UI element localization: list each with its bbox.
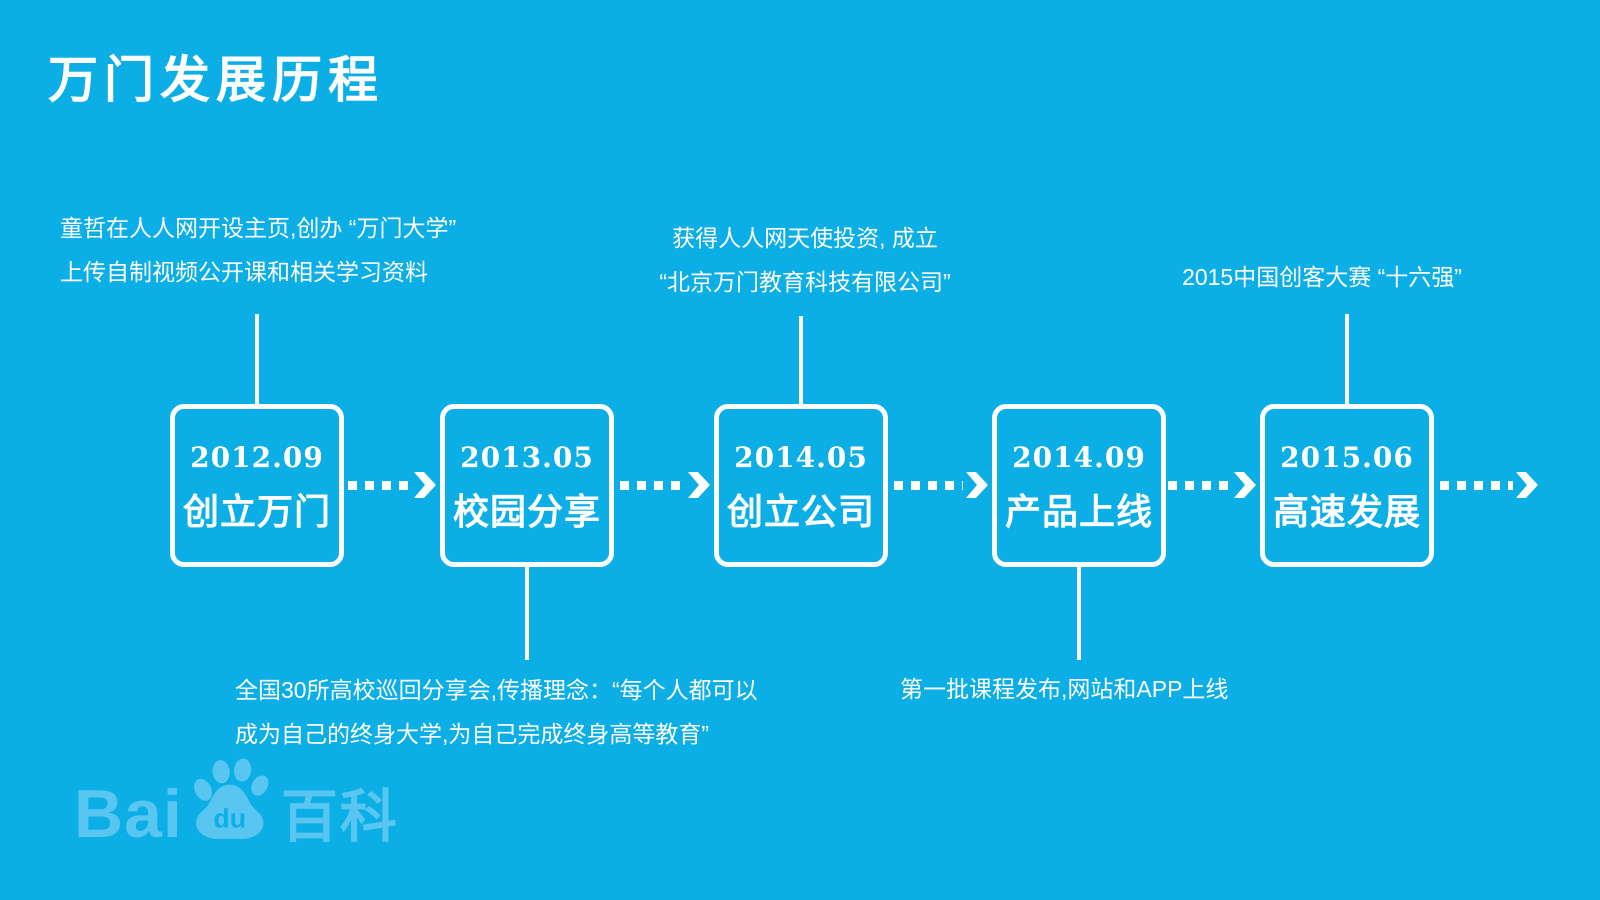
node-date: 2014.05 [734, 441, 868, 474]
annotation-line: “北京万门教育科技有限公司” [659, 269, 951, 295]
node-label: 产品上线 [1004, 491, 1153, 532]
annotation-line: 上传自制视频公开课和相关学习资料 [60, 259, 428, 285]
node-label: 创立公司 [726, 491, 875, 532]
arrow-head-icon [688, 472, 710, 498]
annotation-connector [1345, 314, 1349, 406]
annotation-bottom-left: 全国30所高校巡回分享会,传播理念：“每个人都可以 成为自己的终身大学,为自己完… [235, 668, 758, 756]
timeline-node-2014-05: 2014.05 创立公司 [714, 404, 888, 567]
node-label: 高速发展 [1272, 491, 1421, 532]
arrow-head-icon [1516, 472, 1538, 498]
annotation-line: 全国30所高校巡回分享会,传播理念：“每个人都可以 [235, 677, 758, 703]
arrow-dashes [620, 480, 685, 490]
annotation-top-right: 2015中国创客大赛 “十六强” [1122, 255, 1522, 299]
arrow-head-icon [1234, 472, 1256, 498]
annotation-line: 成为自己的终身大学,为自己完成终身高等教育” [235, 721, 710, 747]
watermark-text-bai: Bai [74, 776, 183, 852]
timeline-arrow [1168, 472, 1256, 498]
node-label: 校园分享 [452, 491, 601, 532]
arrow-dashes [1440, 480, 1513, 490]
node-date: 2013.05 [460, 441, 594, 474]
annotation-bottom-right: 第一批课程发布,网站和APP上线 [900, 667, 1228, 711]
annotation-top-middle: 获得人人网天使投资, 成立 “北京万门教育科技有限公司” [635, 216, 975, 304]
timeline-node-2015-06: 2015.06 高速发展 [1260, 404, 1434, 567]
timeline-node-2012-09: 2012.09 创立万门 [170, 404, 344, 567]
annotation-line: 童哲在人人网开设主页,创办 “万门大学” [60, 215, 457, 241]
timeline-node-2014-09: 2014.09 产品上线 [992, 404, 1166, 567]
annotation-line: 2015中国创客大赛 “十六强” [1182, 264, 1462, 290]
arrow-dashes [894, 480, 963, 490]
timeline-node-2013-05: 2013.05 校园分享 [440, 404, 614, 567]
timeline-arrow [894, 472, 988, 498]
timeline-arrow [348, 472, 436, 498]
timeline-arrow [620, 472, 710, 498]
watermark-text-du: du [213, 804, 246, 834]
watermark-text-baike: 百科 [280, 785, 399, 849]
annotation-connector [255, 314, 259, 406]
arrow-dashes [1168, 480, 1231, 490]
node-date: 2014.09 [1012, 441, 1146, 474]
annotation-line: 获得人人网天使投资, 成立 [672, 225, 938, 251]
annotation-top-left: 童哲在人人网开设主页,创办 “万门大学” 上传自制视频公开课和相关学习资料 [60, 206, 456, 294]
annotation-connector [525, 564, 529, 660]
timeline-arrow-trailing [1440, 472, 1538, 498]
annotation-connector [799, 316, 803, 406]
node-date: 2012.09 [190, 441, 324, 474]
node-label: 创立万门 [182, 491, 331, 532]
page-title: 万门发展历程 [48, 50, 384, 109]
annotation-connector [1077, 564, 1081, 660]
baidu-paw-icon: du [193, 758, 269, 839]
arrow-head-icon [966, 472, 988, 498]
node-date: 2015.06 [1280, 441, 1414, 474]
arrow-head-icon [414, 472, 436, 498]
baidu-baike-watermark: Bai du 百科 [74, 752, 399, 850]
annotation-line: 第一批课程发布,网站和APP上线 [900, 676, 1229, 702]
arrow-dashes [348, 480, 411, 490]
